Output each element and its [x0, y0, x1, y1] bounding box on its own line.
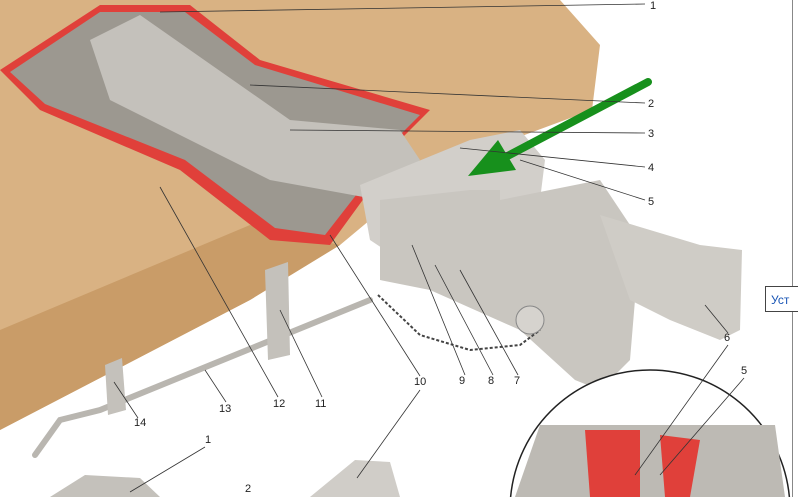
callout-14: 14	[134, 417, 147, 429]
chain	[377, 294, 541, 352]
callout-lower-1: 1	[205, 434, 212, 446]
coupling-housing	[380, 180, 640, 390]
callout-3: 3	[648, 128, 655, 140]
green-arrow-icon	[468, 78, 652, 176]
page-divider	[792, 0, 793, 497]
callout-10: 10	[414, 376, 427, 388]
detail-red	[585, 430, 640, 497]
callout-5: 5	[648, 196, 655, 208]
bracket-14	[105, 358, 126, 415]
callout-4: 4	[648, 162, 655, 174]
callout-13: 13	[219, 403, 232, 415]
callout-6: 6	[724, 332, 731, 344]
callout-11: 11	[315, 398, 327, 410]
callout-lower-2: 2	[245, 483, 252, 495]
lower-part-1	[50, 475, 160, 497]
callout-9: 9	[459, 375, 466, 387]
callout-7: 7	[514, 375, 521, 387]
coupling-jaw	[600, 215, 742, 340]
detail-metal	[515, 425, 785, 497]
leader-lines	[113, 3, 745, 493]
bracket-11	[265, 262, 290, 360]
rod	[32, 297, 373, 458]
frame-edge	[0, 225, 340, 430]
callout-2: 2	[648, 98, 655, 110]
lower-part-10	[310, 460, 400, 497]
detail-red-2	[660, 435, 700, 497]
callout-12: 12	[273, 398, 286, 410]
pin-cap	[515, 305, 545, 335]
callout-1: 1	[650, 0, 657, 12]
callout-5-detail: 5	[741, 365, 748, 377]
drawbar	[90, 15, 420, 200]
tooltip-text: Уст	[771, 293, 790, 307]
callout-8: 8	[488, 375, 495, 387]
tooltip: Уст	[765, 286, 798, 312]
